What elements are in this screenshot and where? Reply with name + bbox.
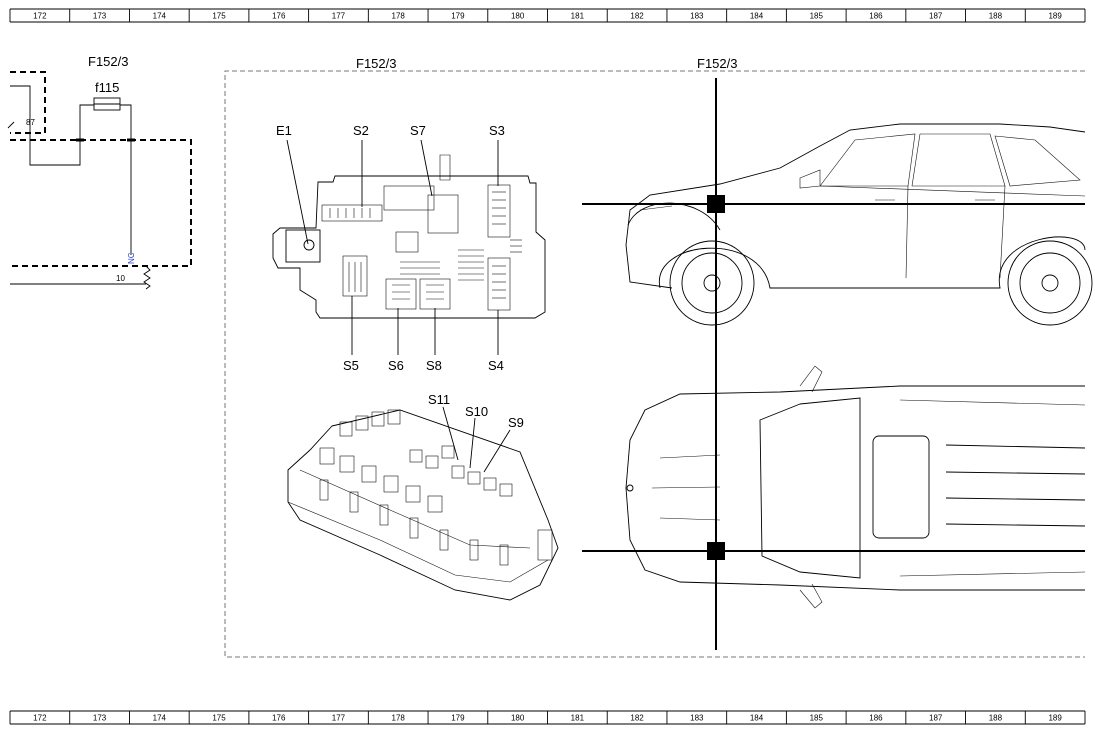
label-e1: E1 <box>276 123 292 138</box>
column-marker-bottom-177: 177 <box>332 714 346 723</box>
fuse-box-iso-view <box>287 409 559 601</box>
label-s7: S7 <box>410 123 426 138</box>
wire-number-label: 10 <box>116 274 125 283</box>
column-marker-top-189: 189 <box>1048 12 1062 21</box>
column-marker-bottom-187: 187 <box>929 714 943 723</box>
control-unit-outline <box>10 139 192 267</box>
column-marker-bottom-184: 184 <box>750 714 764 723</box>
top-view-callouts: E1 S2 S7 S3 S5 S6 S8 S4 <box>276 123 505 373</box>
ground-resistor-symbol <box>143 265 151 290</box>
column-marker-top-182: 182 <box>630 12 644 21</box>
column-marker-bottom-185: 185 <box>810 714 824 723</box>
relay-outline <box>10 71 46 134</box>
label-s11: S11 <box>428 392 450 407</box>
circuit-location-label: F152/3 <box>88 54 128 69</box>
column-marker-bottom-179: 179 <box>451 714 465 723</box>
column-marker-top-181: 181 <box>571 12 585 21</box>
column-marker-top-188: 188 <box>989 12 1003 21</box>
location-crosshair <box>582 78 1085 650</box>
column-marker-top-172: 172 <box>33 12 47 21</box>
column-marker-bottom-186: 186 <box>869 714 883 723</box>
location-marker-top <box>707 542 725 560</box>
column-marker-top-176: 176 <box>272 12 286 21</box>
column-marker-bottom-176: 176 <box>272 714 286 723</box>
column-marker-top-178: 178 <box>392 12 406 21</box>
column-marker-top-187: 187 <box>929 12 943 21</box>
pin-nc-label: NC <box>127 252 136 264</box>
column-marker-bottom-174: 174 <box>153 714 167 723</box>
column-ruler-bottom: 172 173 174 175 176 177 178 179 180 181 182 183 184 1… <box>9 710 1086 725</box>
module-location-label-right: F152/3 <box>697 56 737 71</box>
column-marker-top-175: 175 <box>212 12 226 21</box>
column-marker-bottom-172: 172 <box>33 714 47 723</box>
column-marker-top-177: 177 <box>332 12 346 21</box>
module-location-label-left: F152/3 <box>356 56 396 71</box>
column-marker-top-173: 173 <box>93 12 107 21</box>
label-s9: S9 <box>508 415 524 430</box>
column-marker-bottom-180: 180 <box>511 714 525 723</box>
label-s10: S10 <box>465 404 488 419</box>
column-marker-top-186: 186 <box>869 12 883 21</box>
module-frame <box>224 70 1085 658</box>
label-s5: S5 <box>343 358 359 373</box>
location-marker-side <box>707 195 725 213</box>
label-s3: S3 <box>489 123 505 138</box>
label-s6: S6 <box>388 358 404 373</box>
label-s4: S4 <box>488 358 504 373</box>
vehicle-side-view <box>625 123 1093 326</box>
column-ruler-top: 172 173 174 175 176 177 178 179 180 181 182 183 184 1… <box>9 8 1086 23</box>
column-marker-bottom-189: 189 <box>1048 714 1062 723</box>
column-marker-top-179: 179 <box>451 12 465 21</box>
column-marker-top-180: 180 <box>511 12 525 21</box>
relay-wire <box>10 85 81 166</box>
column-marker-bottom-175: 175 <box>212 714 226 723</box>
column-marker-top-183: 183 <box>690 12 704 21</box>
fuse-box-top-view <box>272 154 546 319</box>
column-marker-top-184: 184 <box>750 12 764 21</box>
fuse-label: f115 <box>95 80 119 95</box>
circuit-fragment: F152/3 f115 87 NC 10 <box>7 54 192 290</box>
iso-view-callouts: S11 S10 S9 <box>428 392 524 473</box>
column-marker-bottom-173: 173 <box>93 714 107 723</box>
column-marker-bottom-183: 183 <box>690 714 704 723</box>
pin-87-label: 87 <box>26 118 35 127</box>
column-marker-top-185: 185 <box>810 12 824 21</box>
column-marker-bottom-188: 188 <box>989 714 1003 723</box>
column-marker-bottom-181: 181 <box>571 714 585 723</box>
label-s8: S8 <box>426 358 442 373</box>
column-marker-bottom-182: 182 <box>630 714 644 723</box>
column-marker-bottom-178: 178 <box>392 714 406 723</box>
vehicle-top-view <box>625 365 1086 609</box>
label-s2: S2 <box>353 123 369 138</box>
column-marker-top-174: 174 <box>153 12 167 21</box>
